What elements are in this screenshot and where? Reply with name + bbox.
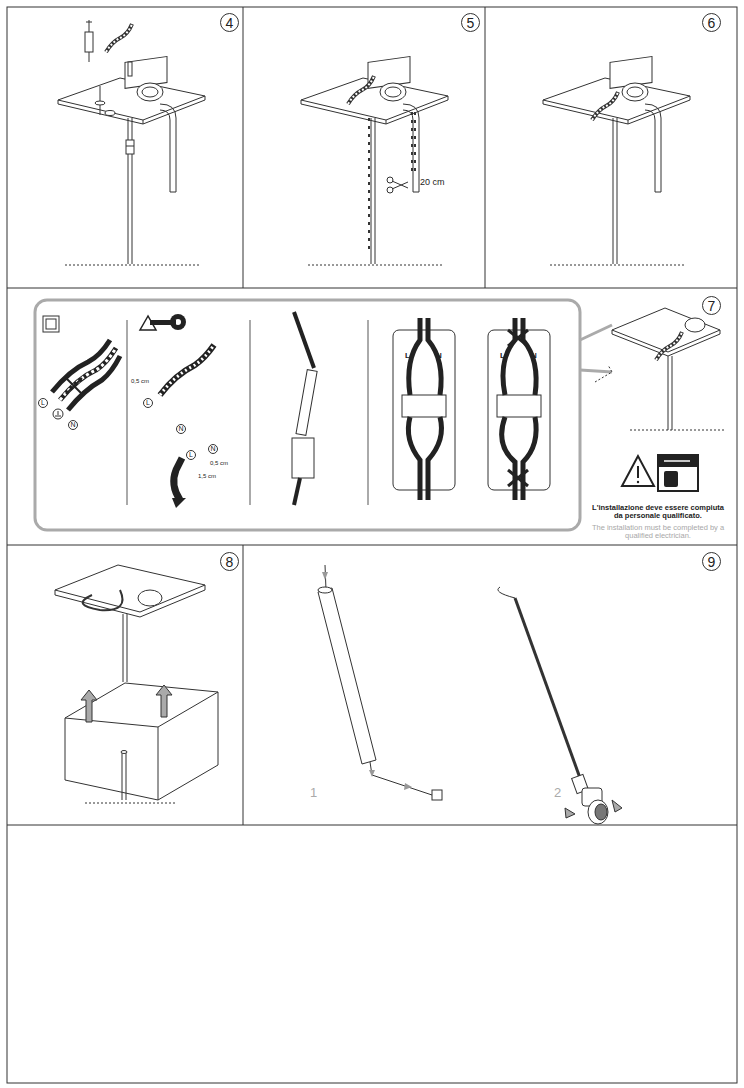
wire-letter: N	[208, 444, 218, 454]
step-text: 6	[708, 16, 716, 30]
wire-letter: N	[68, 420, 78, 430]
sub-step: 1	[310, 786, 317, 800]
step-number: 6	[702, 13, 721, 32]
dimension: 20 cm	[420, 178, 445, 188]
step-text: 5	[467, 16, 475, 30]
step-number: 4	[220, 13, 239, 32]
step-text: 8	[226, 555, 234, 569]
wire-letter: L	[143, 398, 153, 408]
step-text: 7	[708, 299, 716, 313]
step-text: 4	[226, 16, 234, 30]
wire-letter: N	[176, 424, 186, 434]
wire-letter: L	[186, 450, 196, 460]
step-number: 9	[702, 552, 721, 571]
dimension: 1,5 cm	[198, 473, 216, 480]
terminal-letter: N	[531, 352, 537, 361]
terminal-letter: L	[405, 352, 410, 361]
dimension: 0,5 cm	[210, 460, 228, 467]
warning-note-en: The installation must be completed by a …	[588, 524, 728, 541]
terminal-letter: N	[436, 352, 442, 361]
warning-note: L'installazione deve essere compiuta da …	[588, 504, 728, 521]
step-number: 8	[220, 552, 239, 571]
wire-letter: L	[38, 398, 48, 408]
step-number: 5	[461, 13, 480, 32]
dimension: 0,5 cm	[131, 378, 149, 385]
step-number: 7	[702, 296, 721, 315]
terminal-letter: L	[500, 352, 505, 361]
sub-step: 2	[554, 786, 561, 800]
step-text: 9	[708, 555, 716, 569]
